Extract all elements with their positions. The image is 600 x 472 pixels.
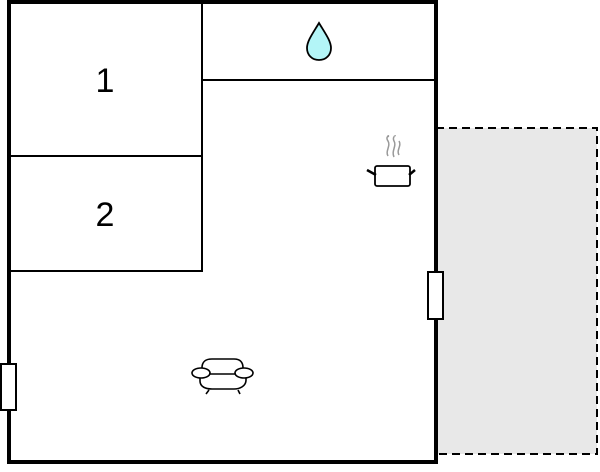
right-wall-door [427, 271, 444, 320]
cooking-pot-icon [366, 135, 416, 187]
sofa-icon [191, 358, 254, 395]
left-wall-window [0, 363, 17, 411]
room-2-label: 2 [95, 196, 115, 234]
room-1-label: 1 [95, 62, 115, 100]
water-drop-icon [306, 21, 332, 61]
terrace [436, 127, 598, 455]
outer-wall [7, 0, 438, 464]
interior-walls [9, 2, 436, 272]
